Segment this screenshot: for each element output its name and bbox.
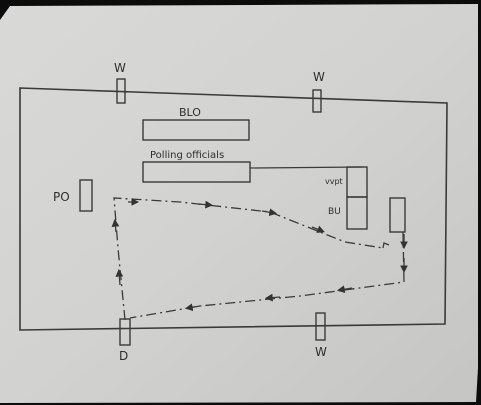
presiding-officer-label: PO [53, 190, 70, 204]
voting-compartment [389, 197, 406, 233]
flow-arrow [261, 208, 278, 217]
polling-officials-table-extension [249, 166, 363, 169]
flow-arrow [264, 293, 281, 302]
blo-table [142, 119, 250, 141]
flow-arrow [311, 225, 325, 233]
flow-arrow [336, 285, 353, 294]
polling-officials-label: Polling officials [150, 150, 224, 161]
flow-arrow [197, 200, 214, 209]
vvpat-label: vvpt [325, 177, 343, 186]
presiding-officer-box [79, 179, 93, 212]
room-outline [19, 87, 448, 331]
flow-arrow [115, 268, 124, 286]
flow-arrow [111, 218, 120, 233]
ballot-unit-label: BU [328, 207, 341, 217]
window-top-right-label: W [313, 70, 325, 84]
window-top-right [312, 89, 322, 113]
window-top-left [116, 78, 126, 104]
window-top-left-label: W [114, 61, 126, 75]
blo-label: BLO [179, 106, 201, 119]
paper-sheet [0, 4, 478, 403]
window-bottom [315, 312, 326, 341]
window-bottom-label: W [315, 345, 327, 359]
ballot-unit-box [346, 196, 368, 230]
door-label: D [119, 349, 128, 363]
flow-arrow [184, 303, 201, 312]
polling-officials-table [142, 161, 251, 183]
voter-flow-path [111, 197, 408, 321]
